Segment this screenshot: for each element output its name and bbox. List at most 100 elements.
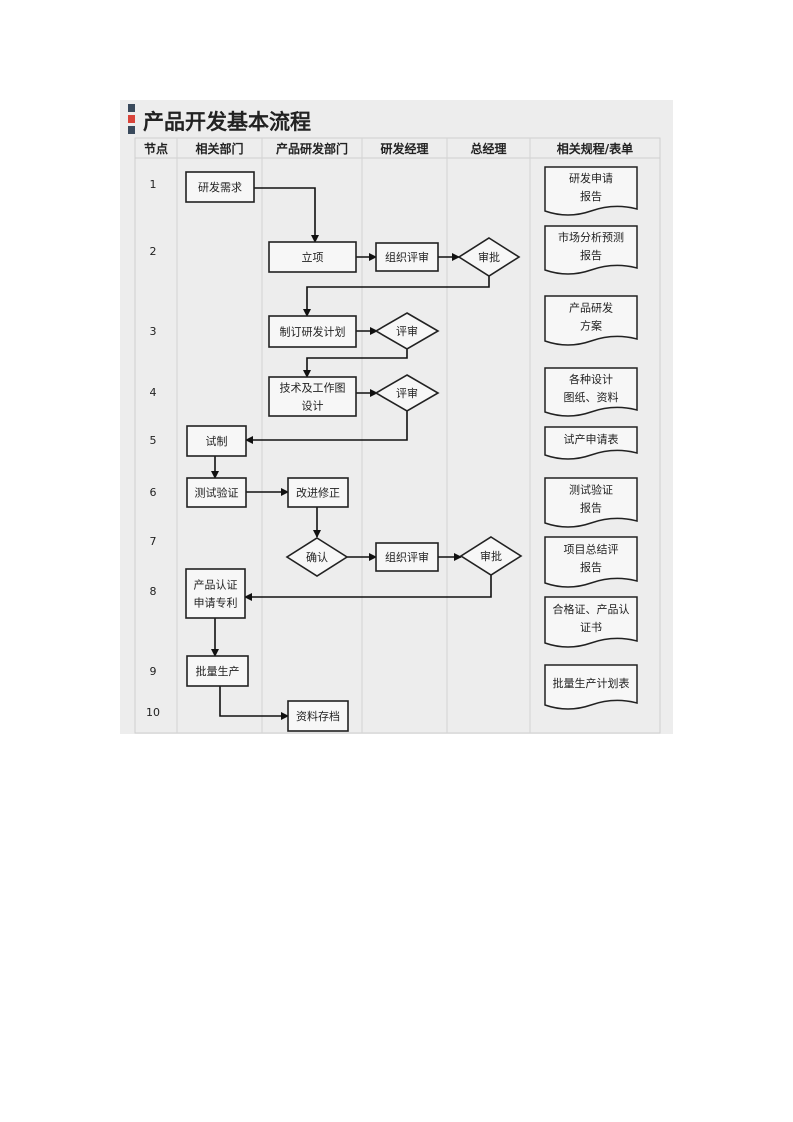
step-label: 试产申请表 <box>564 432 619 446</box>
node-number: 7 <box>150 535 157 548</box>
column-header: 节点 <box>144 141 168 156</box>
step-label: 审批 <box>478 250 500 264</box>
step-label: 报告 <box>580 560 602 574</box>
process-box-shape <box>185 568 246 619</box>
step-label: 报告 <box>580 189 602 203</box>
document-shape <box>544 367 638 417</box>
node-number: 1 <box>150 178 157 191</box>
title-bar-icon <box>128 104 135 112</box>
step-label: 制订研发计划 <box>280 325 346 339</box>
step-label: 评审 <box>396 386 418 400</box>
decision-diamond-shape <box>374 374 440 412</box>
step-label: 测试验证 <box>195 486 239 500</box>
flow-arrow <box>219 686 289 720</box>
step-label: 批量生产 <box>196 664 240 678</box>
flow-arrow <box>245 411 408 444</box>
document-shape <box>544 295 638 346</box>
process-box-project-setup: 立项 <box>268 241 357 273</box>
step-label: 市场分析预测 <box>558 230 624 244</box>
node-number: 2 <box>150 245 157 258</box>
step-label: 报告 <box>580 248 602 262</box>
decision-diamond-shape <box>457 237 521 277</box>
process-box-shape <box>268 315 357 348</box>
document-shape <box>544 596 638 648</box>
process-box-shape <box>375 542 439 572</box>
process-box-shape <box>186 425 247 457</box>
document-shape <box>544 225 638 275</box>
process-box-archive: 资料存档 <box>287 700 349 732</box>
step-label: 报告 <box>580 501 602 515</box>
decision-approve-1: 审批 <box>457 237 521 277</box>
process-box-trial: 试制 <box>186 425 247 457</box>
step-label: 研发需求 <box>198 180 242 194</box>
process-box-shape <box>287 700 349 732</box>
process-box-shape <box>186 477 247 508</box>
title-bar-icon <box>128 126 135 134</box>
process-box-org-review-1: 组织评审 <box>375 242 439 272</box>
process-box-make-plan: 制订研发计划 <box>268 315 357 348</box>
document-form: 试产申请表 <box>544 426 638 460</box>
node-number: 6 <box>150 486 157 499</box>
step-label: 设计 <box>302 400 324 413</box>
flow-arrow <box>303 276 490 317</box>
column-header: 总经理 <box>470 141 506 156</box>
step-label: 试制 <box>206 435 228 448</box>
process-box-shape <box>186 655 249 687</box>
decision-diamond-shape <box>285 537 349 577</box>
process-box-shape <box>375 242 439 272</box>
decision-diamond-shape <box>459 536 523 576</box>
node-number: 10 <box>146 706 160 719</box>
document-form: 批量生产计划表 <box>544 664 638 710</box>
step-label: 证书 <box>580 621 602 634</box>
process-box-rd-demand: 研发需求 <box>185 171 255 203</box>
node-number: 5 <box>150 434 157 447</box>
process-box-shape <box>185 171 255 203</box>
table-border <box>134 137 661 734</box>
decision-approve-2: 审批 <box>459 536 523 576</box>
step-label: 资料存档 <box>296 709 340 723</box>
flow-arrow <box>244 575 492 601</box>
step-label: 批量生产计划表 <box>553 676 630 690</box>
step-label: 图纸、资料 <box>564 390 619 404</box>
process-box-test-verify: 测试验证 <box>186 477 247 508</box>
process-box-shape <box>268 241 357 273</box>
step-label: 研发申请 <box>569 171 613 185</box>
document-shape <box>544 536 638 588</box>
document-shape <box>544 166 638 216</box>
flow-arrow <box>254 187 319 243</box>
step-label: 技术及工作图 <box>280 382 346 395</box>
decision-review-2: 评审 <box>374 374 440 412</box>
document-shape <box>544 664 638 710</box>
decision-diamond-shape <box>374 312 440 350</box>
node-number: 9 <box>150 665 157 678</box>
column-header: 产品研发部门 <box>276 141 348 156</box>
column-header: 相关规程/表单 <box>557 141 633 156</box>
process-box-shape <box>268 376 357 417</box>
step-label: 产品认证 <box>194 578 238 592</box>
step-label: 审批 <box>480 549 502 563</box>
step-label: 合格证、产品认 <box>553 602 630 616</box>
node-number: 8 <box>150 585 157 598</box>
step-label: 产品研发 <box>569 301 613 315</box>
process-box-mass-production: 批量生产 <box>186 655 249 687</box>
node-number: 4 <box>150 386 157 399</box>
flow-arrow <box>303 349 408 378</box>
column-header: 研发经理 <box>380 141 428 156</box>
process-box-shape <box>287 477 349 508</box>
step-label: 评审 <box>396 324 418 338</box>
step-label: 项目总结评 <box>564 542 619 556</box>
step-label: 组织评审 <box>385 250 429 264</box>
step-label: 组织评审 <box>385 550 429 564</box>
document-shape <box>544 477 638 528</box>
step-label: 方案 <box>580 319 602 333</box>
node-number: 3 <box>150 325 157 338</box>
